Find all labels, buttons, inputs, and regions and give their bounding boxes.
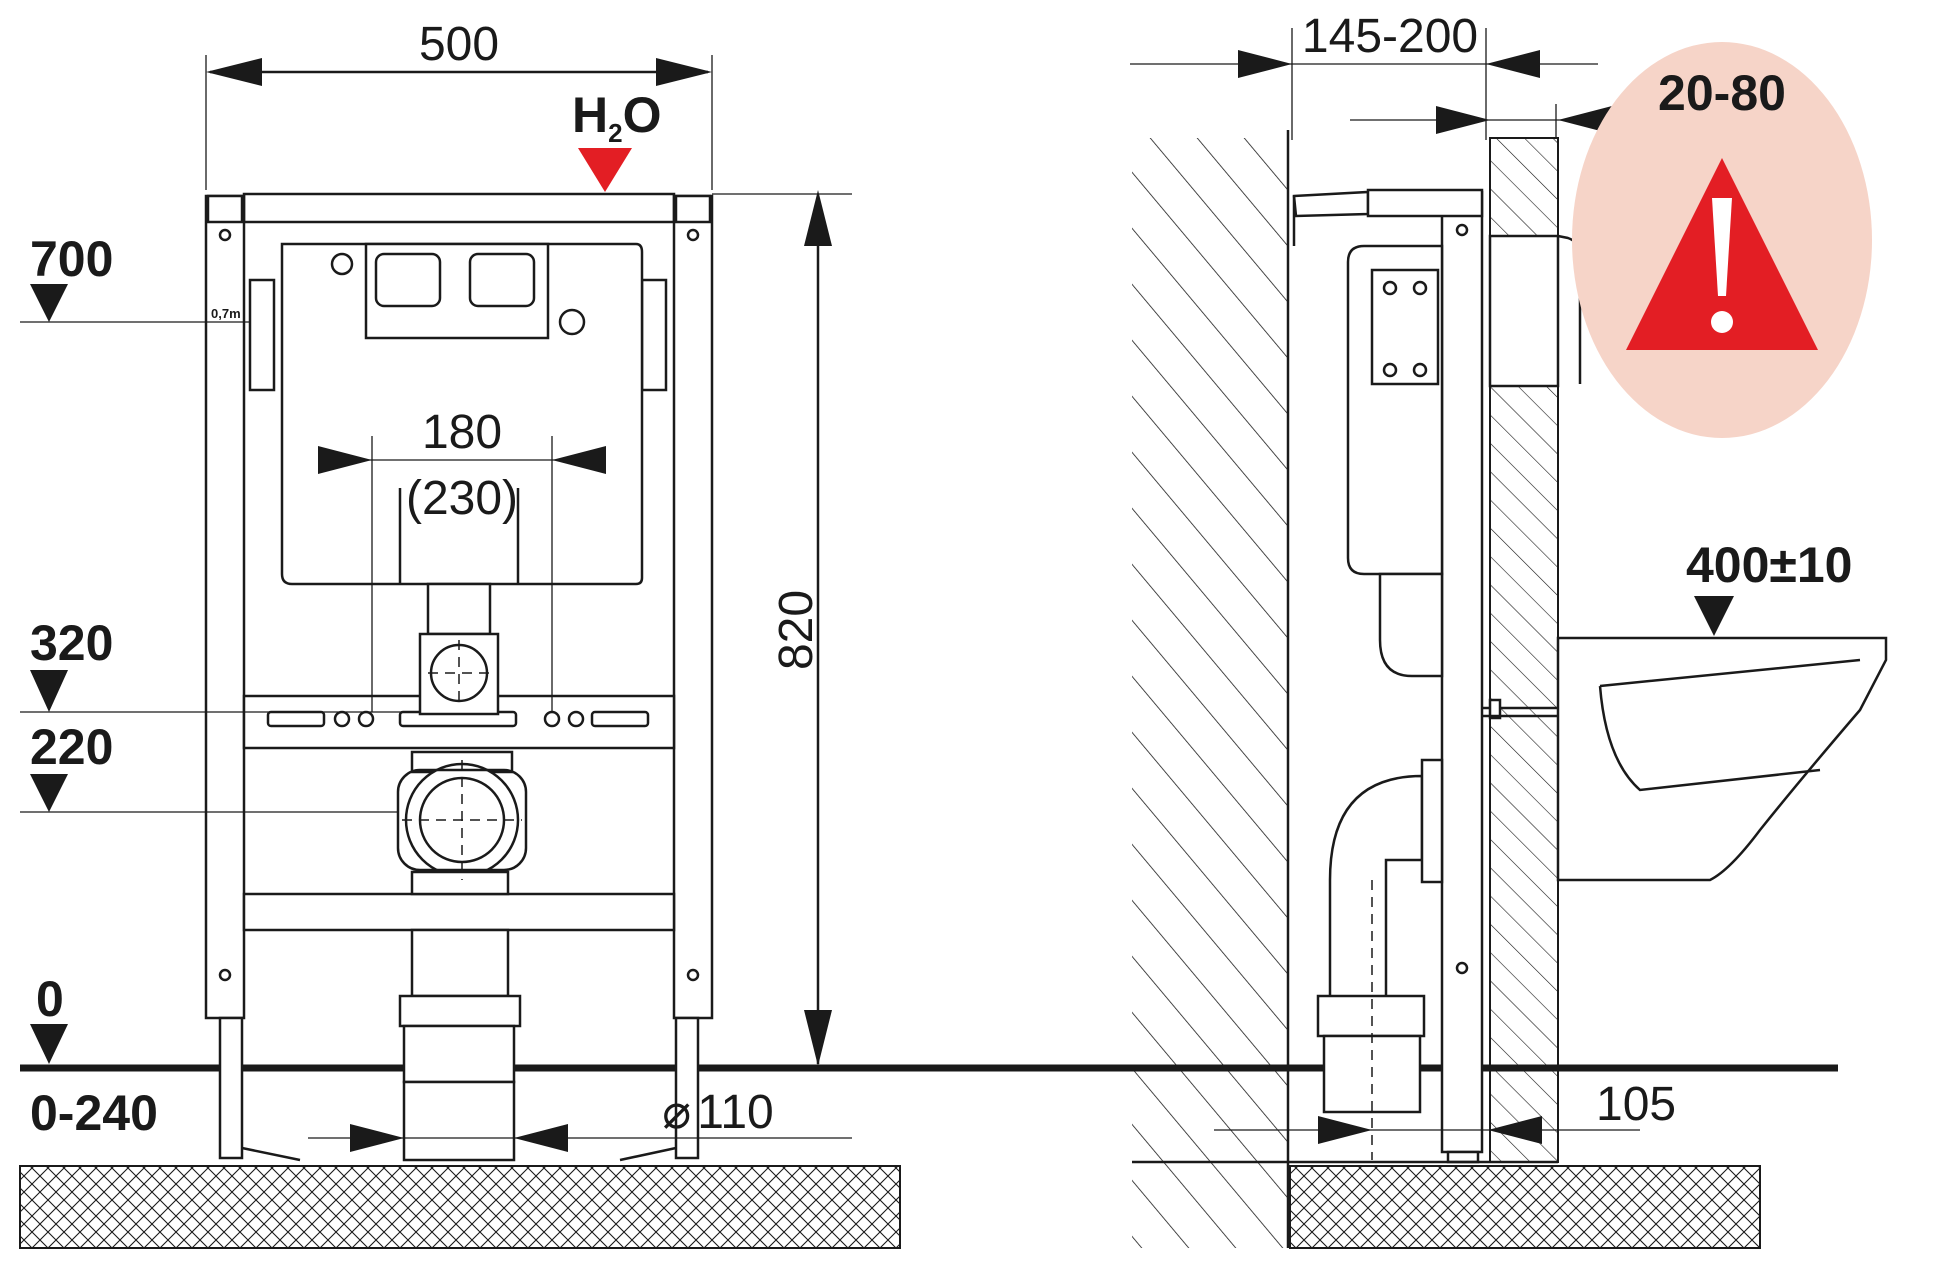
- flush-spacing: 180: [422, 406, 502, 459]
- small-label: 0,7m: [211, 306, 241, 321]
- water-label: H2O: [572, 87, 661, 148]
- level-220: 220: [30, 719, 113, 775]
- front-outlet: [396, 640, 528, 1162]
- width-dim: 500: [419, 18, 499, 71]
- level-0: 0: [36, 971, 64, 1027]
- front-frame: 0,7m: [204, 192, 714, 1162]
- wall-finish-dim: 20-80: [1658, 65, 1786, 121]
- side-view: [1132, 130, 1888, 1248]
- pipe-diameter: ⌀110: [662, 1086, 773, 1139]
- water-inlet-icon: [578, 148, 632, 192]
- floor: [19, 1064, 1838, 1249]
- outlet-offset-dim: 105: [1596, 1078, 1676, 1131]
- height-dim: 820: [770, 590, 823, 670]
- depth-dim: 145-200: [1302, 10, 1478, 63]
- level-320: 320: [30, 615, 113, 671]
- level-700: 700: [30, 231, 113, 287]
- level-markers: 700 320 220 0 0-240: [20, 231, 410, 1141]
- level-0-240: 0-240: [30, 1085, 158, 1141]
- side-dimensions: 145-200: [1130, 10, 1826, 1144]
- front-dimensions: 500 H2O 820 180 (230) ⌀110: [205, 18, 852, 1152]
- flush-spacing-alt: (230): [406, 472, 518, 525]
- seat-height-dim: 400±10: [1686, 537, 1852, 593]
- warning-callout: 20-80: [1572, 42, 1872, 438]
